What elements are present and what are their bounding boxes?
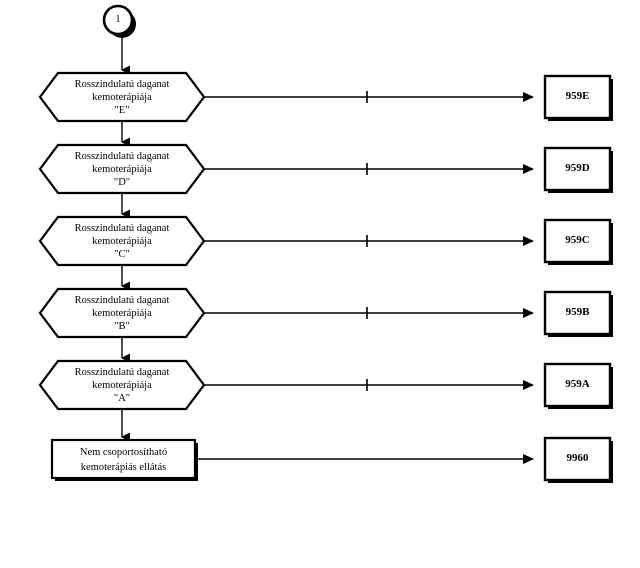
hexagon-shape-0 bbox=[38, 71, 206, 123]
code-box-shadow-2 bbox=[548, 262, 613, 265]
process-node-2[interactable] bbox=[38, 215, 206, 267]
code-box-shadow-1 bbox=[548, 190, 613, 193]
start-connector-circle bbox=[102, 4, 134, 36]
rectangle-shadow-side-5 bbox=[195, 443, 198, 481]
code-box-3[interactable] bbox=[543, 290, 612, 336]
code-box-shadow-4 bbox=[548, 406, 613, 409]
code-box-shadow-side-0 bbox=[610, 79, 613, 121]
process-node-4[interactable] bbox=[38, 359, 206, 411]
code-box-1[interactable] bbox=[543, 146, 612, 192]
code-box-shadow-side-2 bbox=[610, 223, 613, 265]
process-node-5[interactable] bbox=[50, 438, 198, 481]
hexagon-shape-1 bbox=[38, 143, 206, 195]
code-box-shadow-5 bbox=[548, 480, 613, 483]
process-node-3[interactable] bbox=[38, 287, 206, 339]
hexagon-shape-4 bbox=[38, 359, 206, 411]
code-box-0[interactable] bbox=[543, 74, 612, 120]
code-box-shadow-3 bbox=[548, 334, 613, 337]
rectangle-shape-5 bbox=[50, 438, 197, 480]
code-box-5[interactable] bbox=[543, 436, 612, 482]
process-node-1[interactable] bbox=[38, 143, 206, 195]
rectangle-shadow-5 bbox=[55, 478, 198, 481]
process-node-0[interactable] bbox=[38, 71, 206, 123]
code-box-shadow-side-4 bbox=[610, 367, 613, 409]
hexagon-shape-2 bbox=[38, 215, 206, 267]
code-box-4[interactable] bbox=[543, 362, 612, 408]
code-box-shadow-side-3 bbox=[610, 295, 613, 337]
hexagon-shape-3 bbox=[38, 287, 206, 339]
code-box-shadow-side-5 bbox=[610, 441, 613, 483]
code-box-shadow-0 bbox=[548, 118, 613, 121]
code-box-2[interactable] bbox=[543, 218, 612, 264]
start-connector[interactable] bbox=[102, 4, 136, 38]
code-box-shadow-side-1 bbox=[610, 151, 613, 193]
